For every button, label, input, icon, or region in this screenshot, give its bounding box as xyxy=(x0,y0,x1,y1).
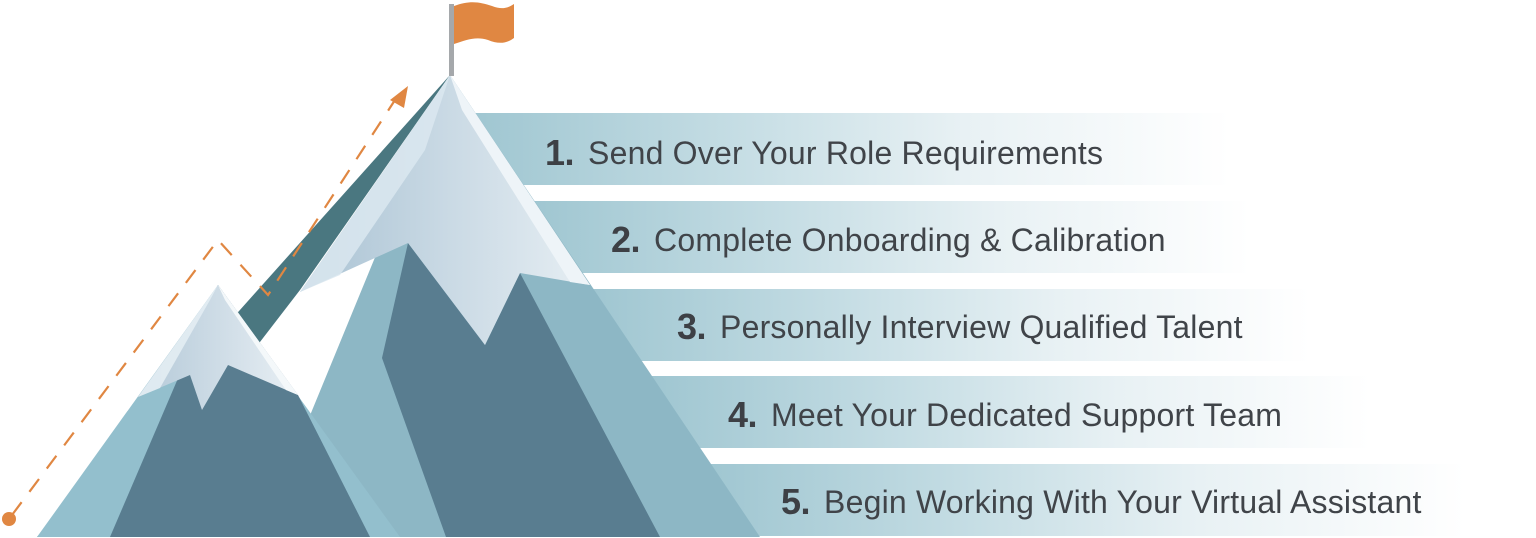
step-4-label: Meet Your Dedicated Support Team xyxy=(771,396,1283,433)
step-1-label: Send Over Your Role Requirements xyxy=(588,134,1104,171)
step-4: 4. Meet Your Dedicated Support Team xyxy=(728,379,1282,451)
step-band-3 xyxy=(590,289,1310,361)
small-mountain xyxy=(37,285,400,537)
step-2: 2. Complete Onboarding & Calibration xyxy=(611,204,1166,276)
step-band-2 xyxy=(530,201,1250,273)
step-3: 3. Personally Interview Qualified Talent xyxy=(677,291,1243,363)
step-5-number: 5. xyxy=(781,481,811,522)
step-2-label: Complete Onboarding & Calibration xyxy=(654,221,1166,258)
step-3-number: 3. xyxy=(677,306,707,347)
step-5-label: Begin Working With Your Virtual Assistan… xyxy=(824,483,1422,520)
step-5: 5. Begin Working With Your Virtual Assis… xyxy=(781,466,1422,538)
step-band-4 xyxy=(650,376,1370,448)
step-1-number: 1. xyxy=(545,132,575,173)
step-band-5 xyxy=(705,464,1465,536)
dashed-arrow-icon xyxy=(11,86,408,516)
start-dot-icon xyxy=(2,512,16,526)
step-band-1 xyxy=(470,113,1230,185)
flag-icon xyxy=(449,2,514,76)
step-1: 1. Send Over Your Role Requirements xyxy=(545,117,1103,189)
step-4-number: 4. xyxy=(728,394,758,435)
step-3-label: Personally Interview Qualified Talent xyxy=(720,308,1243,345)
step-2-number: 2. xyxy=(611,219,641,260)
